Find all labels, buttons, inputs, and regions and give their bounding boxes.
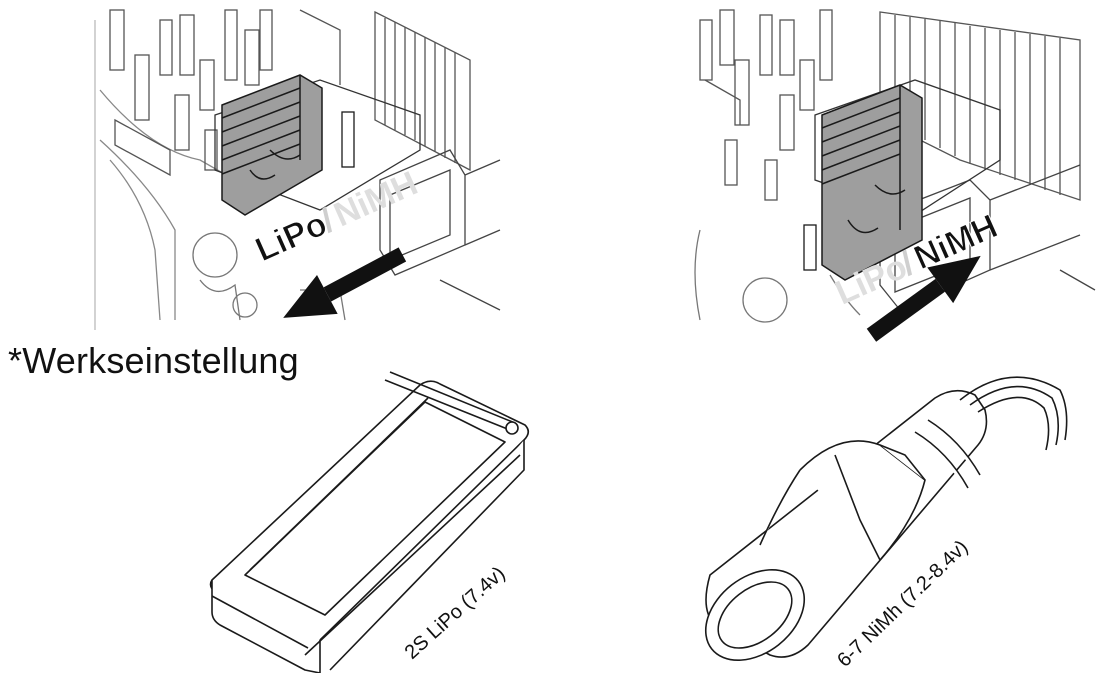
left-switch-panel [94, 9, 501, 330]
nimh-battery [704, 376, 1068, 662]
right-switch-panel [694, 9, 1096, 323]
left-label-nimh: NiMH [328, 164, 423, 234]
left-direction-arrow [283, 247, 407, 318]
factory-setting-label: *Werkseinstellung [8, 340, 299, 381]
lipo-battery [209, 371, 530, 673]
right-direction-arrow [866, 255, 981, 342]
